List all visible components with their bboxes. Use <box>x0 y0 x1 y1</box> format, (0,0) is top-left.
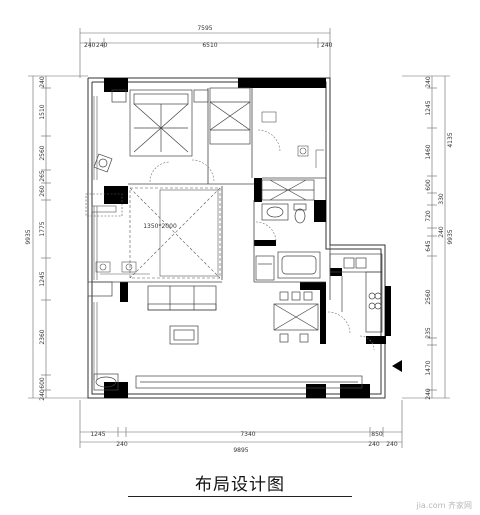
entry-arrow-icon <box>392 360 402 372</box>
dim-left-part-6: 1775 <box>39 221 46 236</box>
dim-right-part-5: 330 <box>438 193 445 205</box>
living-room <box>87 281 363 391</box>
dim-left-part-1: 240 <box>39 76 46 88</box>
dim-top-part-1: 240 <box>84 42 96 49</box>
master-bed <box>111 89 209 157</box>
dim-right-part-9: 2560 <box>425 289 432 304</box>
dim-bottom-part-5: 240 <box>368 441 380 448</box>
dim-right-part-6: 720 <box>425 210 432 222</box>
dim-right-total-lower: 9935 <box>447 229 454 244</box>
dining-table <box>273 291 319 343</box>
dim-bottom-part-2: 240 <box>116 441 128 448</box>
dim-bottom-part-4: 850 <box>371 431 383 438</box>
dim-right-part-1: 240 <box>425 76 432 88</box>
dim-left-part-5: 260 <box>39 185 46 197</box>
study-room <box>85 187 221 279</box>
door-swings <box>149 129 375 351</box>
dim-right-part-8: 645 <box>425 240 432 252</box>
bathroom <box>255 179 321 281</box>
title-underline <box>128 496 352 497</box>
dim-right-part-7: 240 <box>438 226 445 238</box>
dim-left-part-7: 1245 <box>39 271 46 286</box>
dim-right-part-4: 600 <box>425 179 432 191</box>
wardrobe-master <box>209 87 251 145</box>
dim-top-part-3: 6510 <box>202 42 217 49</box>
structural-columns <box>104 78 391 398</box>
dim-left-part-2: 1510 <box>39 104 46 119</box>
dim-left-part-10: 240 <box>39 389 46 401</box>
dim-right-part-2: 1245 <box>425 100 432 115</box>
upper-right-room <box>261 111 324 168</box>
dim-left-total: 9935 <box>25 229 32 244</box>
dim-right-part-10: 235 <box>425 327 432 339</box>
dimension-lines <box>28 28 450 448</box>
dim-left-part-8: 2360 <box>39 329 46 344</box>
dim-top-total: 7595 <box>197 25 212 32</box>
dim-left-part-3: 2560 <box>39 145 46 160</box>
outer-walls <box>87 77 386 399</box>
dim-right-part-3: 1460 <box>425 144 432 159</box>
kitchen <box>329 253 383 333</box>
dim-left-part-9: 600 <box>39 377 46 389</box>
dim-top-part-4: 240 <box>321 42 333 49</box>
dim-bottom-total: 9895 <box>233 447 248 454</box>
dim-left-part-4: 265 <box>39 170 46 182</box>
bed-size-label: 1350*2000 <box>143 223 177 230</box>
dim-bottom-part-1: 1245 <box>90 431 105 438</box>
watermark: jia.com 齐家网 <box>416 501 472 510</box>
dim-right-part-11: 1470 <box>425 360 432 375</box>
dim-bottom-part-6: 240 <box>386 441 398 448</box>
diagram-title: 布局设计图 <box>195 475 285 495</box>
dim-right-part-12: 240 <box>425 388 432 400</box>
dim-bottom-part-3: 7340 <box>240 431 255 438</box>
dim-top-part-2: 240 <box>96 42 108 49</box>
dim-right-total-upper: 4135 <box>447 132 454 147</box>
left-windows <box>93 96 98 380</box>
plant-master <box>93 153 113 173</box>
